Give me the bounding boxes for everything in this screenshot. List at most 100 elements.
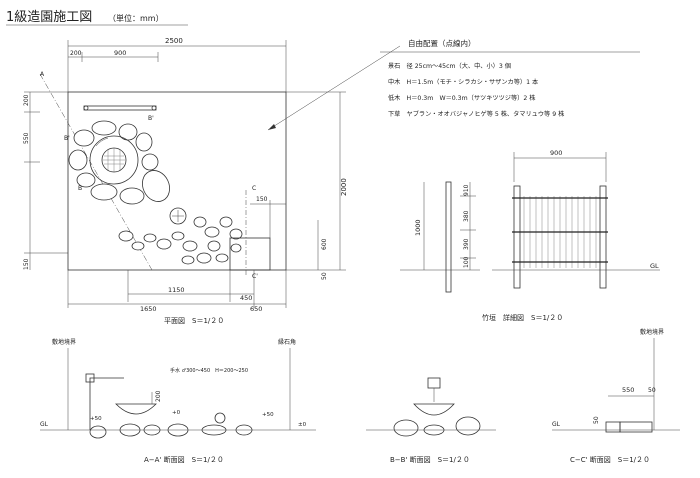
dim-50: 50 [321,272,328,280]
dim-1150: 1150 [168,286,185,294]
stone-4 [135,132,153,152]
cobble-2 [131,241,145,251]
cobble-14 [181,255,195,265]
dim-150-left: 150 [23,258,30,270]
dim-150: 150 [256,196,268,203]
cobble-10 [219,216,233,228]
section-a-caption: A−A' 断面図 S＝1/２０ [144,455,224,464]
fence-detail: 1000 910 380 390 100 900 [400,149,660,322]
section-a-note: 手水 ♂300〜450 H＝200〜250 [170,367,248,374]
fence-side-post [445,181,452,293]
section-line-a [39,73,153,271]
cobble-11 [229,228,243,240]
note-4: 下草 ヤブラン・オオバジャノヒゲ等 5 株、タマリュウ等 9 株 [388,110,565,118]
section-a-pipe-cap [85,373,95,383]
section-c-dim-550: 550 [622,386,634,394]
section-c-label-top: 敷地境界 [640,328,664,336]
dim-650: 650 [250,305,262,313]
plan-view: 2500 200 900 200 550 150 A B' B' B C C' [23,37,401,325]
unit-label: （単位：mm） [108,13,164,23]
cobble-7 [193,216,207,228]
section-b-stone-left [393,419,419,437]
cobble-6 [182,240,198,252]
mark-b-prime: B' [148,115,154,122]
planting-box [229,237,271,271]
dim-450: 450 [240,294,252,302]
mark-b: B [78,185,82,192]
section-b-caption: B−B' 断面図 S＝1/２０ [390,455,470,464]
section-c-dim-50-left: 50 [593,416,600,424]
stone-2 [91,120,117,136]
note-1: 景石 径 25cm〜45cm（大、中、小）3 個 [388,62,511,70]
section-a-dim-200: 200 [155,390,162,402]
notes-block: 自由配置（点線内） 景石 径 25cm〜45cm（大、中、小）3 個 中木 H＝… [380,38,640,118]
dim-900-top: 900 [114,49,126,57]
cobble-4 [156,238,172,250]
dim-600: 600 [321,238,328,250]
section-a-stone-1 [89,425,107,439]
section-a: 敷地境界 縁石角 手水 ♂300〜450 H＝200〜250 200 +50 +… [40,338,316,464]
cobble-12 [196,252,212,264]
mark-b-top: B' [64,135,70,142]
note-2: 中木 H＝1.5m（モチ・シラカシ・サザンカ等）1 本 [388,78,538,86]
cobble-3 [143,233,157,243]
plan-fence-post-1 [83,105,89,111]
fence-gl: GL [650,262,659,270]
section-b-marker-box [427,377,441,389]
stone-8 [90,183,118,201]
fence-dim-1000: 1000 [414,219,422,236]
section-b-basin [413,403,455,416]
fence-dim-380: 380 [463,210,470,222]
section-a-level-1: +50 [90,416,102,422]
stone-9 [119,187,145,205]
fence-post-left [513,185,521,289]
basin-radius-arc [95,137,109,147]
large-stone [142,170,170,202]
dim-200-left: 200 [23,94,30,106]
stone-5 [141,153,159,171]
cobble-15 [230,243,242,253]
section-a-shrub [214,412,226,424]
cobble-13 [215,253,229,263]
mark-c-prime: C' [252,273,258,280]
section-a-basin [115,403,157,415]
section-c-gl: GL [552,421,561,428]
section-a-label-right: 縁石角 [278,338,296,346]
plan-fence [83,105,157,111]
dim-2500: 2500 [165,37,183,45]
stone-1 [73,129,95,147]
fence-dim-390: 390 [463,238,470,250]
section-c-block-1 [605,421,621,433]
mark-a: A [40,71,45,78]
section-b: B−B' 断面図 S＝1/２０ [366,377,496,464]
stone-6 [68,149,88,171]
section-a-gl: GL [40,421,49,428]
section-a-level-3: +50 [262,412,274,418]
stone-7 [76,172,96,188]
cobble-9 [207,240,221,252]
section-a-level-4: ±0 [298,422,307,428]
drawing-title: 1級造園施工図 [6,10,92,25]
section-c-caption: C−C' 断面図 S＝1/２０ [570,455,650,464]
plan-caption: 平面図 S＝1/２０ [164,317,224,325]
fence-post-right [599,185,607,289]
section-c: 敷地境界 550 50 50 GL C−C' 断面図 S＝1/２０ [552,328,680,464]
stepping-stone [169,207,187,225]
section-a-label-left: 敷地境界 [52,338,76,346]
notes-leader [267,45,401,131]
dim-1650: 1650 [140,305,157,313]
dim-2000: 2000 [340,178,348,196]
note-3: 低木 H＝0.3m W＝0.3m（サツキツツジ等）2 株 [388,94,536,102]
fence-dim-910: 910 [463,184,470,196]
section-c-block-2 [619,421,653,433]
mark-c: C [252,185,256,192]
cobble-5 [171,231,185,241]
basin-outer [89,135,139,185]
section-c-dim-50-top: 50 [648,387,656,394]
cobble-path [118,216,243,265]
fence-dim-900: 900 [550,149,562,157]
fence-caption: 竹垣 詳細図 S＝1/２０ [482,313,563,322]
fence-dim-100: 100 [463,256,470,268]
dim-550-left: 550 [23,132,30,144]
